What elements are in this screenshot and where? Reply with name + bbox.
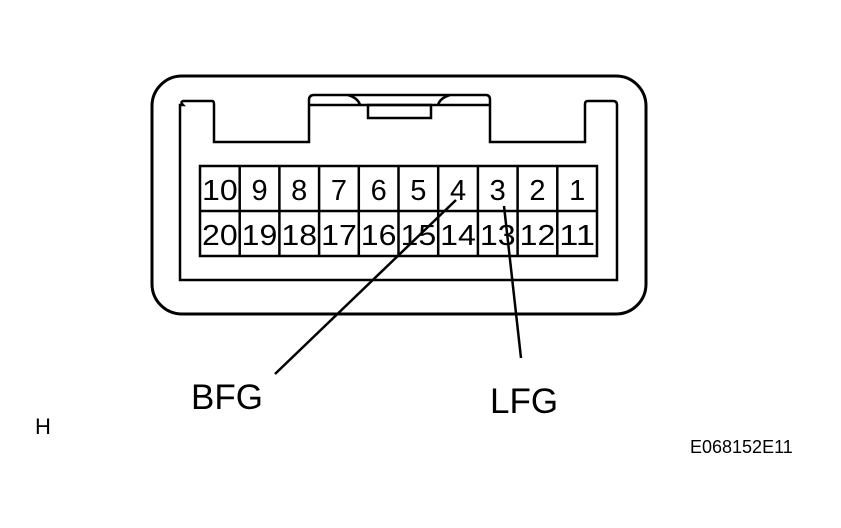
lock-tab-latch (366, 103, 433, 120)
pin-19: 19 (242, 220, 278, 252)
bfg-leader-line (274, 199, 457, 375)
pin-5: 5 (410, 175, 426, 207)
callout-lfg: LFG (490, 382, 558, 421)
pin-6: 6 (371, 175, 387, 207)
pin-13: 13 (480, 220, 516, 252)
pin-14: 14 (440, 220, 476, 252)
pin-3: 3 (490, 175, 506, 207)
pin-12: 12 (520, 220, 556, 252)
pin-7: 7 (331, 175, 347, 207)
connector-housing (150, 74, 648, 316)
lock-tab-curve-left (347, 93, 362, 106)
pin-17: 17 (321, 220, 357, 252)
pin-10: 10 (202, 175, 238, 207)
pin-1: 1 (569, 175, 585, 207)
lock-tab-curve-right (436, 93, 451, 106)
pin-2: 2 (529, 175, 545, 207)
view-label: H (35, 414, 51, 439)
pin-9: 9 (251, 175, 267, 207)
pin-18: 18 (281, 220, 317, 252)
pin-20: 20 (202, 220, 238, 252)
pin-4: 4 (450, 175, 466, 207)
pin-8: 8 (291, 175, 307, 207)
pin-16: 16 (361, 220, 397, 252)
connector-inner-outline (178, 93, 619, 282)
pin-grid: 1098765432120191817161514131211 (198, 164, 599, 258)
figure-code: E068152E11 (690, 437, 793, 457)
lfg-leader-line (502, 205, 523, 359)
callout-bfg: BFG (191, 378, 263, 417)
pin-11: 11 (559, 220, 595, 252)
